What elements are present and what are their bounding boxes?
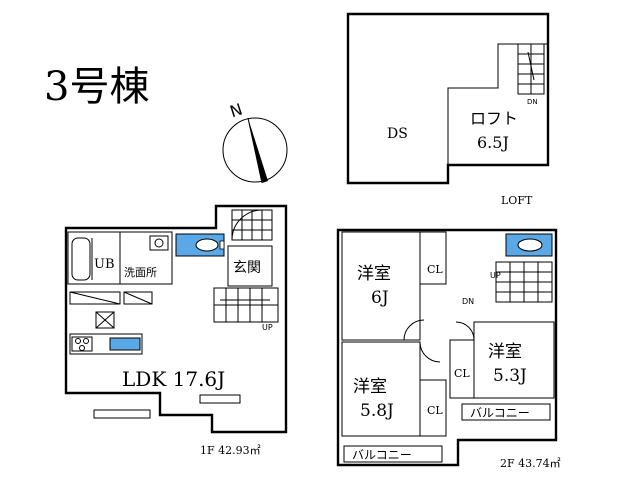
loft-divider bbox=[447, 43, 548, 165]
floor1-stair bbox=[213, 287, 279, 323]
ub-label: UB bbox=[94, 257, 115, 272]
building-title: 3号棟 bbox=[44, 64, 149, 110]
loft-dn-label: DN bbox=[527, 98, 538, 106]
bathtub-icon bbox=[71, 237, 91, 281]
room2-name: 洋室 bbox=[353, 377, 387, 397]
floor2-plan: CL 洋室 6J CL 洋室 5.8J CL 洋室 5.3J UP DN bbox=[336, 228, 561, 470]
kitchen-counter bbox=[69, 333, 143, 355]
washroom-label: 洗面所 bbox=[124, 266, 157, 279]
floor2-dn-label: DN bbox=[462, 297, 474, 306]
room1-name: 洋室 bbox=[357, 264, 391, 284]
floor2-up-label: UP bbox=[490, 271, 501, 280]
refrigerator-icon bbox=[95, 311, 115, 329]
window-2 bbox=[93, 409, 151, 419]
sink-icon bbox=[109, 337, 141, 351]
compass-label: N bbox=[228, 100, 245, 122]
floor1-area: 1F 42.93㎡ bbox=[200, 444, 261, 457]
closet-1-label: CL bbox=[427, 263, 443, 276]
toilet-icon bbox=[195, 238, 219, 252]
washroom bbox=[119, 231, 173, 285]
window-1 bbox=[199, 394, 241, 404]
storage bbox=[69, 291, 121, 305]
loft-plan: DN DS ロフト 6.5J LOFT bbox=[346, 12, 550, 207]
floor2-area: 2F 43.74㎡ bbox=[500, 457, 561, 470]
room2-size: 5.8J bbox=[360, 401, 394, 421]
balcony-1 bbox=[461, 403, 551, 421]
north-arrow-icon: N bbox=[222, 100, 288, 184]
porch-tiles bbox=[231, 209, 273, 241]
floor1-outline bbox=[64, 204, 288, 434]
room1-size: 6J bbox=[371, 288, 389, 308]
loft-room-size: 6.5J bbox=[477, 133, 509, 152]
loft-stair bbox=[517, 43, 545, 95]
balcony-1-label: バルコニー bbox=[470, 406, 530, 420]
toilet-icon-2f bbox=[517, 238, 543, 252]
room3-name: 洋室 bbox=[488, 342, 522, 362]
stove-icon bbox=[71, 336, 93, 352]
floor2-stair bbox=[495, 261, 553, 303]
floor1-plan: UB 洗面所 玄関 bbox=[64, 204, 288, 457]
entrance-label: 玄関 bbox=[233, 259, 261, 276]
room3-size: 5.3J bbox=[493, 366, 527, 386]
ds-label: DS bbox=[387, 126, 408, 142]
balcony-2-label: バルコニー bbox=[352, 448, 412, 462]
ldk-label: LDK 17.6J bbox=[122, 367, 225, 391]
loft-room-name: ロフト bbox=[470, 109, 518, 128]
entrance bbox=[227, 245, 273, 287]
floor1-up-label: UP bbox=[262, 323, 273, 332]
floor2-outline bbox=[336, 228, 558, 467]
loft-floor-label: LOFT bbox=[501, 194, 533, 207]
closet-1 bbox=[419, 231, 447, 285]
closet-3 bbox=[449, 339, 475, 399]
balcony-2 bbox=[343, 445, 443, 463]
room-1 bbox=[341, 231, 421, 341]
closet-2-label: CL bbox=[427, 404, 443, 417]
closet-3-label: CL bbox=[454, 367, 470, 380]
closet-2 bbox=[419, 379, 447, 437]
